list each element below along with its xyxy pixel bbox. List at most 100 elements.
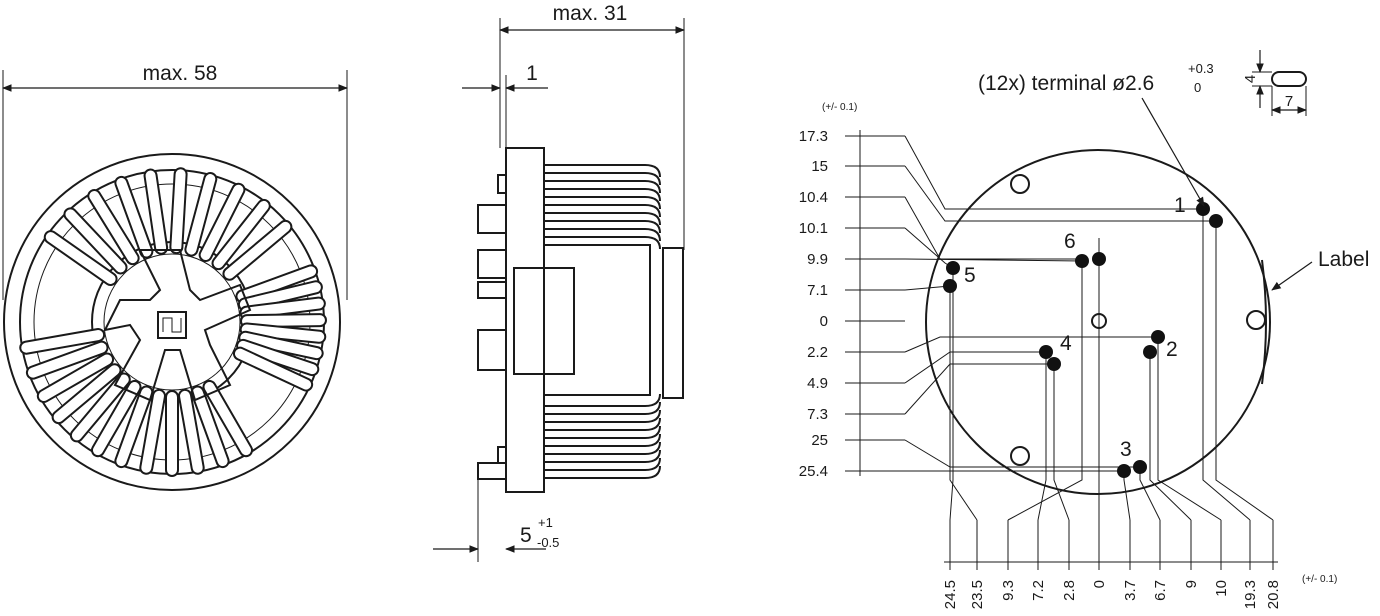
side-wire-upper bbox=[544, 220, 661, 234]
leader-line bbox=[904, 227, 954, 269]
side-depth-label: max. 31 bbox=[553, 2, 628, 25]
leader-line bbox=[904, 351, 1046, 384]
y-tick-label: 10.1 bbox=[799, 220, 828, 237]
winding-loop-inner bbox=[116, 387, 152, 467]
terminal-pin bbox=[1092, 252, 1106, 266]
drop-line bbox=[949, 286, 978, 521]
x-tick-label: 19.3 bbox=[1242, 580, 1259, 609]
terminal-pin bbox=[1047, 357, 1061, 371]
side-wire-lower bbox=[544, 449, 661, 463]
winding-loop-inner bbox=[186, 174, 216, 255]
terminal-pin bbox=[1075, 254, 1089, 268]
winding-loop-inner bbox=[241, 298, 324, 318]
drop-line bbox=[1215, 221, 1274, 521]
drop-line bbox=[1053, 364, 1070, 521]
y-tick-label: 15 bbox=[811, 158, 828, 175]
pin-number-1: 1 bbox=[1174, 194, 1186, 217]
winding-loop-inner bbox=[21, 330, 104, 353]
winding-loop-inner bbox=[71, 374, 129, 441]
bottom-view: (+/- 0.1) (+/- 0.1) 17.31510.410.19.97.1… bbox=[799, 50, 1369, 609]
label-callout: Label bbox=[1318, 248, 1369, 271]
winding-loop-inner bbox=[200, 184, 244, 260]
pin-number-4: 4 bbox=[1060, 332, 1072, 355]
side-wire-upper bbox=[544, 212, 661, 226]
winding-loop-inner bbox=[237, 266, 317, 302]
y-tick-label: 25 bbox=[811, 432, 828, 449]
pin-number-6: 6 bbox=[1064, 230, 1076, 253]
side-wire-upper bbox=[544, 228, 661, 242]
y-tick-label: 0 bbox=[820, 313, 828, 330]
y-tick-label: 25.4 bbox=[799, 463, 828, 480]
terminal-pin bbox=[1151, 330, 1165, 344]
x-tick-label: 2.8 bbox=[1061, 580, 1078, 601]
winding-loop-inner bbox=[141, 390, 164, 473]
front-width-label: max. 58 bbox=[143, 62, 218, 85]
drop-line bbox=[1037, 352, 1047, 521]
leader-line bbox=[904, 285, 951, 291]
terminal-pin bbox=[943, 279, 957, 293]
drop-line bbox=[1149, 352, 1192, 521]
side-wire-lower bbox=[544, 417, 661, 431]
leader-line bbox=[904, 135, 1203, 210]
terminal-pin bbox=[1209, 214, 1223, 228]
terminal-tol-lower: 0 bbox=[1194, 80, 1201, 95]
winding-loop-inner bbox=[239, 282, 321, 310]
side-wire-upper bbox=[544, 236, 661, 250]
side-core bbox=[544, 244, 651, 396]
toroid-windings bbox=[19, 167, 327, 477]
y-tick-label: 9.9 bbox=[807, 251, 828, 268]
terminal-pins bbox=[943, 202, 1223, 478]
side-windings bbox=[544, 164, 661, 479]
side-wire-lower bbox=[544, 433, 661, 447]
side-wire-upper bbox=[544, 180, 661, 194]
slot-width-label: 7 bbox=[1285, 93, 1293, 110]
y-tick-label: 2.2 bbox=[807, 344, 828, 361]
side-wire-lower bbox=[544, 393, 661, 407]
winding-loop-inner bbox=[171, 169, 186, 253]
side-wire-upper bbox=[544, 204, 661, 218]
x-tick-label: 3.7 bbox=[1122, 580, 1139, 601]
x-tick-label: 23.5 bbox=[969, 580, 986, 609]
pin-tol-lower: -0.5 bbox=[537, 535, 559, 550]
winding-loop-inner bbox=[238, 340, 318, 375]
x-tick-label: 24.5 bbox=[942, 580, 959, 609]
side-wire-lower bbox=[544, 401, 661, 415]
x-tick-label: 20.8 bbox=[1265, 580, 1282, 609]
pin-number-5: 5 bbox=[964, 264, 976, 287]
pin-number-3: 3 bbox=[1120, 438, 1132, 461]
terminal-pin bbox=[1039, 345, 1053, 359]
x-tick-label: 9 bbox=[1183, 580, 1200, 588]
winding-loop-inner bbox=[180, 390, 203, 473]
leader-line bbox=[904, 439, 1140, 468]
side-wire-lower bbox=[544, 425, 661, 439]
drop-line bbox=[1123, 471, 1131, 521]
x-tick-label: 9.3 bbox=[1000, 580, 1017, 601]
slot-height-label: 4 bbox=[1242, 75, 1259, 83]
pin-leader-lines bbox=[904, 135, 1274, 521]
front-view: max. 58 bbox=[2, 62, 348, 491]
pin-number-2: 2 bbox=[1166, 338, 1178, 361]
leader-line bbox=[904, 258, 1083, 262]
drop-line bbox=[1007, 261, 1083, 521]
terminal-pin bbox=[1143, 345, 1157, 359]
y-tick-label: 7.1 bbox=[807, 282, 828, 299]
side-wire-upper bbox=[544, 172, 661, 186]
winding-loop-inner bbox=[27, 342, 107, 378]
flange-thickness-label: 1 bbox=[526, 62, 538, 85]
terminal-pin bbox=[1133, 460, 1147, 474]
winding-loop-inner bbox=[192, 387, 228, 467]
pin-tol-upper: +1 bbox=[538, 515, 553, 530]
side-wire-lower bbox=[544, 441, 661, 455]
y-tick-label: 10.4 bbox=[799, 189, 828, 206]
drop-line bbox=[949, 268, 954, 521]
drop-line bbox=[1157, 337, 1222, 521]
y-tick-label: 4.9 bbox=[807, 375, 828, 392]
winding-loop-inner bbox=[241, 324, 325, 342]
winding-loop-inner bbox=[38, 354, 113, 401]
leader-line bbox=[904, 336, 1158, 353]
terminal-tol-upper: +0.3 bbox=[1188, 61, 1214, 76]
side-wire-upper bbox=[544, 188, 661, 202]
